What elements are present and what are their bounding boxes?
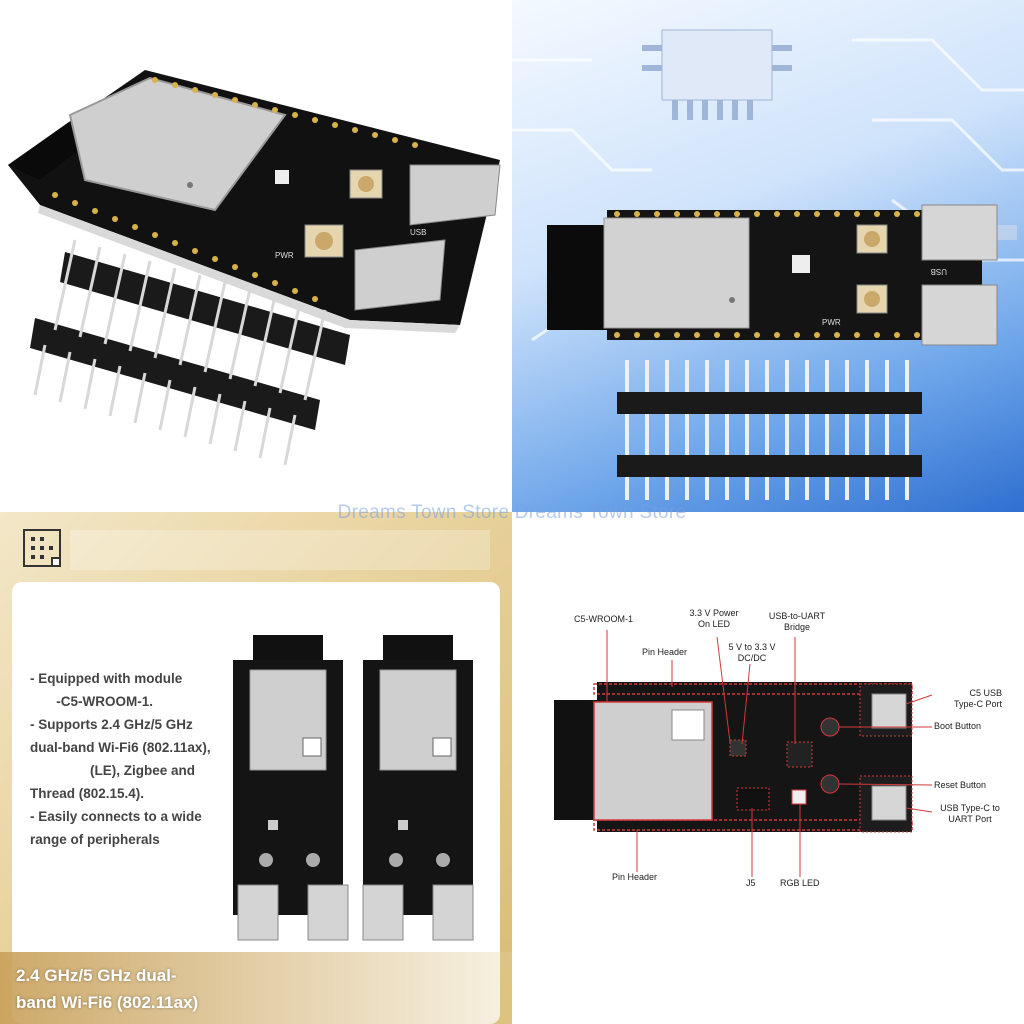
reset-button-photo [304, 224, 344, 258]
feature-line: Thread (802.15.4). [30, 786, 145, 801]
label-line: Type-C Port [953, 699, 1002, 709]
usb-c-port-bottom-photo [354, 239, 446, 311]
label-j5: J5 [746, 878, 756, 888]
feature-line: - Easily connects to a wide [30, 809, 202, 824]
label-line: Bridge [783, 622, 810, 632]
feature-line: - Equipped with module [30, 671, 183, 686]
feature-list: - Equipped with module -C5-WROOM-1. - Su… [30, 667, 240, 851]
label-line: UART Port [948, 814, 992, 824]
label-dcdc: 5 V to 3.3 V DC/DC [722, 642, 782, 664]
caption-band [0, 952, 512, 1024]
usb-c-port-top-blue [921, 204, 998, 261]
photo-board-circuit-background: USB PWR [512, 0, 1024, 512]
label-line: On LED [697, 619, 730, 629]
label-uart-port: USB Type-C to UART Port [934, 803, 1006, 825]
board-illustration-blue: USB PWR [512, 29, 1024, 500]
label-power-led: 3.3 V Power On LED [684, 608, 744, 630]
feature-line: - Supports 2.4 GHz/5 GHz [30, 717, 193, 732]
pwr-silk: PWR [275, 251, 294, 260]
annotated-board-diagram: C5-WROOM-1 Pin Header 3.3 V Power On LED… [512, 512, 1024, 1024]
label-line: C5 USB [969, 688, 1002, 698]
feature-line: (LE), Zigbee and [30, 763, 196, 778]
feature-line: range of peripherals [30, 832, 160, 847]
label-module: C5-WROOM-1 [574, 614, 633, 624]
caption-text: 2.4 GHz/5 GHz dual- band Wi-Fi6 (802.11a… [16, 962, 236, 1016]
pwr-silk-blue: PWR [822, 318, 841, 327]
board-illustration: USB PWR [8, 70, 501, 466]
usb-silk: USB [410, 228, 426, 237]
features-panel: - Equipped with module -C5-WROOM-1. - Su… [0, 512, 512, 1024]
label-bridge: USB-to-UART Bridge [764, 611, 830, 633]
pin-header-strip-2 [30, 318, 320, 430]
label-line: 5 V to 3.3 V [728, 642, 776, 652]
label-pin-header-bottom: Pin Header [612, 872, 658, 882]
usb-c-port-top-photo [409, 164, 501, 226]
two-boards-illustration [233, 635, 474, 941]
module-shield-blue [603, 217, 750, 329]
usb-c-port-bottom-blue [921, 284, 998, 346]
board-right [362, 635, 474, 941]
usb-silk-blue: USB [931, 267, 947, 276]
diagram-board [554, 630, 933, 877]
pin-header-strip-1 [60, 252, 350, 365]
label-line: USB-to-UART [768, 611, 826, 621]
pin-header-strip-blue-1 [617, 392, 922, 414]
label-line: 3.3 V Power [689, 608, 739, 618]
cpu-chip-graphic [642, 29, 792, 120]
label-pin-header-top: Pin Header [642, 647, 688, 657]
board-left [233, 635, 349, 941]
feature-line: dual-band Wi-Fi6 (802.11ax), [30, 740, 211, 755]
label-line: DC/DC [737, 653, 767, 663]
chip-icon [23, 529, 61, 567]
caption-line: 2.4 GHz/5 GHz dual- [16, 966, 177, 985]
label-rgb-led: RGB LED [780, 878, 820, 888]
label-boot-button: Boot Button [934, 721, 982, 731]
pin-header-strip-blue-2 [617, 455, 922, 477]
feature-line: -C5-WROOM-1. [30, 694, 153, 709]
label-line: USB Type-C to [940, 803, 1000, 813]
photo-board-with-headers: USB PWR [0, 0, 512, 512]
label-c5-usb: C5 USB Type-C Port [932, 688, 1002, 710]
label-reset-button: Reset Button [934, 780, 987, 790]
header-band [70, 530, 490, 570]
store-watermark: Dreams Town Store Dreams Town Store [337, 502, 687, 523]
module-shield [68, 76, 287, 212]
caption-line: band Wi-Fi6 (802.11ax) [16, 993, 199, 1012]
